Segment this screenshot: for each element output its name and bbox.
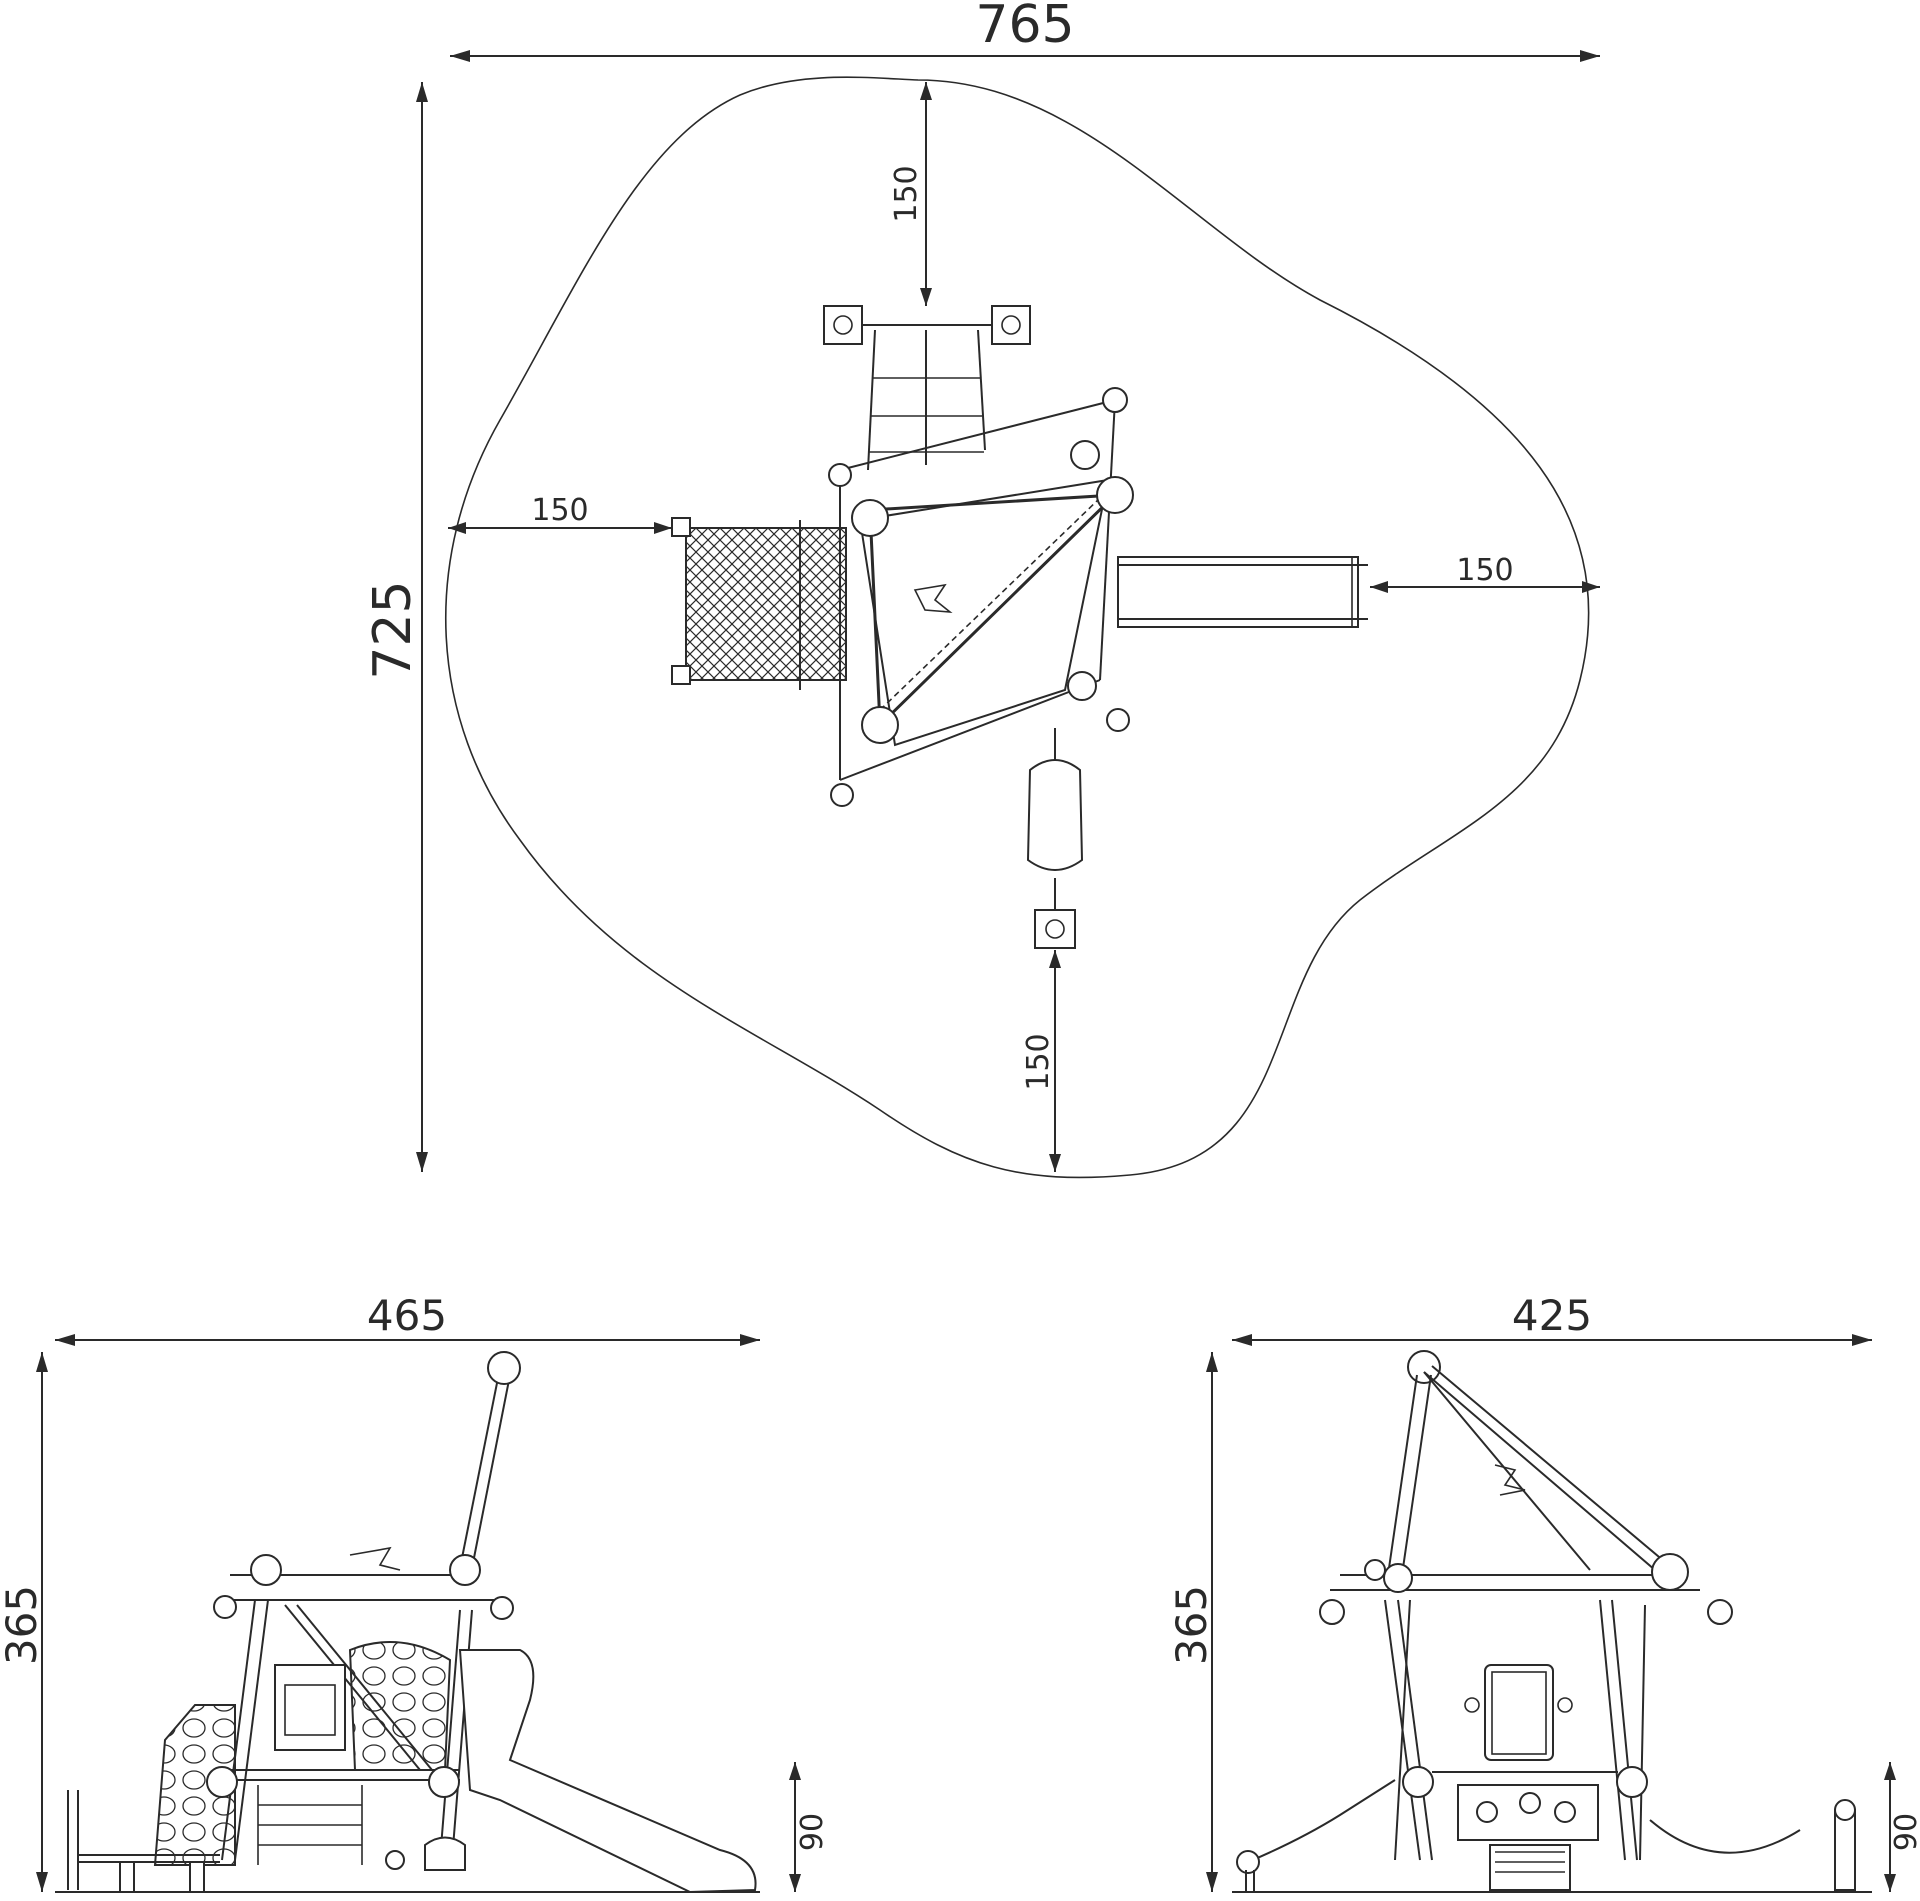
overall-height-label: 725	[363, 580, 423, 679]
bottom-clearance-label: 150	[1021, 1033, 1056, 1090]
climbing-net	[671, 517, 847, 690]
dim-front-width: 425	[1232, 1291, 1872, 1346]
slide-plan	[1117, 556, 1368, 628]
dim-front-platform: 90	[1884, 1762, 1920, 1892]
dim-top-clearance: 150	[889, 82, 932, 306]
side-height-label: 365	[0, 1585, 46, 1665]
triangle-frame	[828, 387, 1134, 807]
side-platform-label: 90	[795, 1813, 830, 1851]
punching-bag	[1026, 728, 1084, 949]
plan-view: 765 725 150 150 150	[363, 0, 1600, 1179]
top-clearance-label: 150	[889, 165, 924, 222]
dim-side-platform: 90	[789, 1762, 830, 1892]
dim-front-height: 365	[1167, 1352, 1218, 1892]
front-platform-label: 90	[1889, 1813, 1920, 1851]
dim-overall-width: 765	[450, 0, 1600, 62]
left-clearance-label: 150	[531, 493, 588, 528]
front-height-label: 365	[1167, 1585, 1216, 1665]
rope-ladder	[823, 305, 1031, 471]
dim-side-height: 365	[0, 1352, 48, 1892]
dim-bottom-clearance: 150	[1021, 950, 1061, 1172]
overall-width-label: 765	[975, 0, 1074, 55]
front-width-label: 425	[1512, 1291, 1592, 1340]
dim-left-clearance: 150	[448, 493, 672, 534]
side-width-label: 465	[367, 1291, 447, 1340]
front-view: 425 365 90	[1167, 1291, 1920, 1893]
side-view: 465 365 90	[0, 1291, 830, 1894]
safety-zone-outline	[444, 76, 1590, 1179]
dim-overall-height: 725	[363, 82, 428, 1172]
dim-side-width: 465	[55, 1291, 760, 1346]
right-clearance-label: 150	[1456, 553, 1513, 588]
dim-right-clearance: 150	[1370, 553, 1600, 593]
